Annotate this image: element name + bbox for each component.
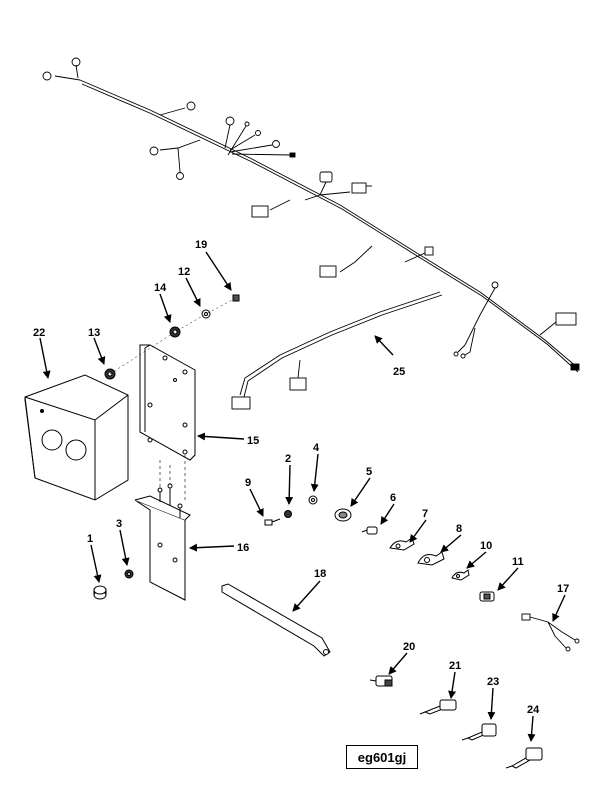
- callout-12: 12: [178, 266, 190, 278]
- leader-arrows: [39, 251, 566, 742]
- callout-6: 6: [390, 492, 396, 504]
- callout-labels: 22 13 14 12 19 15 16 1 3 9 2 4 5 6 7 8 1…: [33, 239, 569, 716]
- lower-bracket: [134, 483, 191, 601]
- part-19-nut: [232, 294, 240, 302]
- callout-20: 20: [403, 641, 415, 653]
- callout-25: 25: [393, 366, 405, 378]
- callout-21: 21: [449, 660, 461, 672]
- part-20-connector: [369, 675, 393, 687]
- callout-11: 11: [512, 556, 524, 568]
- part-11-sensor: [479, 591, 495, 602]
- part-23-sensor: [461, 723, 497, 741]
- callout-5: 5: [366, 466, 372, 478]
- stack-axis: [109, 297, 237, 375]
- part-17-pigtail: [521, 613, 580, 652]
- part-14-star-washer: [169, 326, 181, 338]
- part-4-washer: [308, 495, 318, 505]
- part-9-screw: [264, 518, 281, 526]
- part-5-grommet: [334, 508, 352, 522]
- part-1-knob: [93, 585, 107, 600]
- enclosure-box: [24, 374, 129, 501]
- part-6-plug: [361, 526, 378, 535]
- wiring-harness: [42, 57, 580, 410]
- callout-24: 24: [527, 704, 540, 716]
- part-2-nut: [284, 510, 292, 518]
- part-12-flat-washer: [201, 309, 211, 319]
- callout-8: 8: [456, 523, 462, 535]
- part-21-sensor: [419, 699, 457, 715]
- callout-17: 17: [557, 583, 569, 595]
- callout-22: 22: [33, 327, 45, 339]
- part-8-clip: [417, 551, 445, 566]
- alignment-lines: [159, 455, 186, 500]
- figure-id: eg601gj: [357, 749, 407, 765]
- callout-18: 18: [314, 568, 326, 580]
- callout-9: 9: [245, 477, 251, 489]
- figure-id-box: eg601gj: [346, 745, 418, 769]
- callout-14: 14: [154, 282, 167, 294]
- callout-1: 1: [87, 533, 93, 545]
- callout-13: 13: [88, 327, 100, 339]
- callout-19: 19: [195, 239, 207, 251]
- part-10-clip: [451, 569, 470, 581]
- part-18-ground-strap: [221, 583, 331, 657]
- part-3-washer: [124, 569, 134, 579]
- callout-15: 15: [247, 435, 259, 447]
- callout-3: 3: [116, 518, 122, 530]
- callout-2: 2: [285, 453, 291, 465]
- part-24-sensor: [505, 747, 543, 769]
- callout-16: 16: [237, 542, 249, 554]
- upper-bracket: [139, 344, 196, 461]
- callout-23: 23: [487, 676, 499, 688]
- callout-4: 4: [313, 442, 320, 454]
- part-7-clip: [389, 537, 415, 551]
- callout-7: 7: [422, 508, 428, 520]
- callout-10: 10: [480, 540, 492, 552]
